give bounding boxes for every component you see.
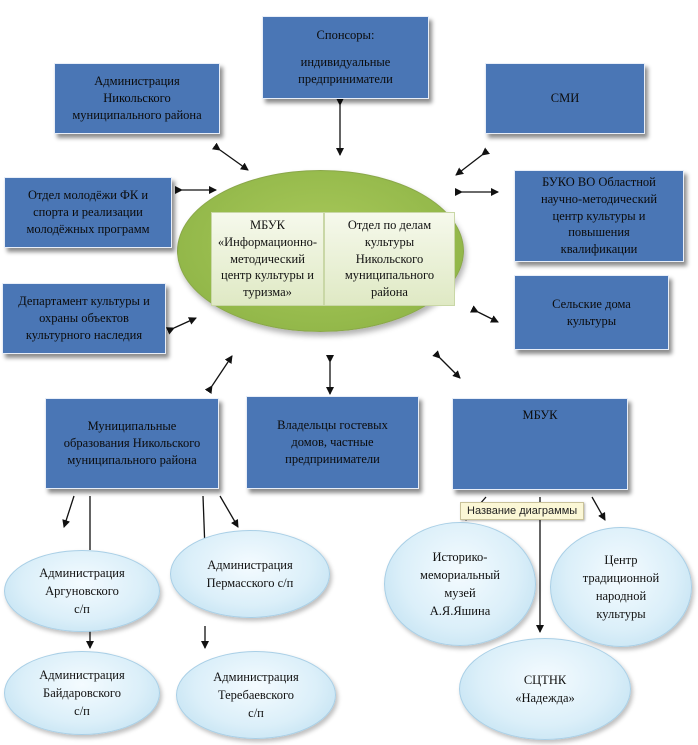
terebaevsky-line: Теребаевского [217, 687, 295, 702]
arrow-municipal-argunovsky [62, 495, 75, 528]
link-admin-district [211, 142, 249, 171]
argunovsky-line: Администрация [39, 565, 125, 580]
link-municipal [204, 355, 233, 395]
smi-label: СМИ [550, 91, 580, 106]
guest-houses-box: Владельцы гостевых домов, частные предпр… [246, 396, 419, 489]
municipal-line: образования Никольского [63, 436, 201, 451]
admin-district-box: Администрация Никольского муниципального… [54, 63, 220, 134]
buko-box: БУКО ВО Областной научно-методический це… [514, 170, 684, 262]
village-houses-line: Сельские дома [552, 296, 631, 311]
admin-district-line: муниципального района [72, 107, 202, 122]
sponsors-line: предприниматели [298, 71, 393, 86]
buko-line: центр культуры и [552, 208, 646, 223]
folk-center-line: народной [595, 589, 647, 603]
museum-line: А.Я.Яшина [429, 604, 491, 619]
center-right-line: района [371, 285, 408, 300]
buko-line: БУКО ВО Областной [542, 174, 656, 189]
guest-houses-line: домов, частные [291, 435, 374, 450]
youth-dept-line: молодёжных программ [26, 221, 150, 236]
center-left-box: МБУК «Информационно- методический центр … [211, 212, 324, 306]
admin-district-line: Никольского [103, 91, 171, 106]
baydarovsky-oval: Администрация Байдаровского с/п [4, 651, 160, 735]
sponsors-box: Спонсоры: индивидуальные предприниматели [262, 16, 429, 99]
terebaevsky-line: с/п [248, 706, 264, 721]
culture-dept-line: охраны объектов [39, 311, 129, 326]
guest-houses-line: предприниматели [285, 451, 380, 466]
center-right-line: Никольского [355, 251, 424, 266]
center-left-line: туризма» [243, 285, 292, 300]
buko-line: повышения [568, 225, 630, 240]
center-left-line: «Информационно- [217, 234, 318, 249]
guest-houses-line: Владельцы гостевых [277, 418, 388, 433]
argunovsky-oval: Администрация Аргуновского с/п [4, 550, 160, 632]
youth-dept-box: Отдел молодёжи ФК и спорта и реализации … [4, 177, 172, 248]
link-village [469, 305, 499, 323]
buko-line: научно-методический [540, 191, 658, 206]
folk-center-line: культуры [596, 607, 646, 622]
baydarovsky-line: Администрация [39, 667, 125, 682]
center-left-line: методический [230, 251, 305, 266]
sctnk-line: «Надежда» [515, 691, 575, 705]
municipal-line: муниципального района [67, 452, 197, 467]
culture-dept-box: Департамент культуры и охраны объектов к… [2, 283, 166, 354]
link-smi [455, 147, 490, 176]
sctnk-line: СЦТНК [523, 672, 567, 687]
museum-line: музей [444, 586, 476, 600]
admin-district-line: Администрация [94, 74, 180, 89]
smi-box: СМИ [485, 63, 645, 134]
sctnk-oval: СЦТНК «Надежда» [459, 638, 631, 740]
center-right-line: Отдел по делам [347, 217, 432, 232]
museum-line: Историко- [432, 549, 488, 564]
arrow-municipal-permassky [219, 495, 239, 528]
baydarovsky-line: Байдаровского [43, 685, 121, 700]
youth-dept-line: спорта и реализации [33, 205, 143, 220]
sponsors-line: индивидуальные [300, 55, 391, 70]
museum-line: мемориальный [420, 567, 500, 582]
youth-dept-line: Отдел молодёжи ФК и [27, 188, 149, 203]
link-culture-dept [165, 317, 197, 335]
mbuk-label: МБУК [522, 408, 558, 422]
buko-line: квалификации [560, 242, 638, 257]
argunovsky-line: с/п [74, 602, 90, 617]
museum-oval: Историко- мемориальный музей А.Я.Яшина [384, 522, 536, 646]
permassky-oval: Администрация Пермасского с/п [170, 530, 330, 618]
chart-title-tooltip: Название диаграммы [460, 502, 585, 520]
permassky-line: Пермасского с/п [206, 576, 294, 590]
center-right-line: культуры [364, 234, 415, 249]
mbuk-box: МБУК [452, 398, 628, 490]
terebaevsky-oval: Администрация Теребаевского с/п [176, 651, 336, 739]
culture-dept-line: Департамент культуры и [18, 294, 150, 309]
village-houses-line: культуры [566, 313, 617, 328]
folk-center-line: Центр [604, 552, 638, 567]
link-mbuk [432, 350, 461, 379]
center-right-line: муниципального [344, 268, 435, 283]
center-left-line: центр культуры и [221, 268, 314, 283]
center-right-box: Отдел по делам культуры Никольского муни… [324, 212, 455, 306]
folk-center-oval: Центр традиционной народной культуры [550, 527, 692, 647]
culture-dept-line: культурного наследия [25, 327, 143, 342]
center-left-line: МБУК [249, 217, 286, 232]
folk-center-line: традиционной [582, 570, 660, 585]
sponsors-line: Спонсоры: [316, 28, 375, 43]
terebaevsky-line: Администрация [213, 669, 299, 684]
argunovsky-line: Аргуновского [45, 583, 119, 598]
village-houses-box: Сельские дома культуры [514, 275, 669, 350]
baydarovsky-line: с/п [74, 704, 90, 719]
municipal-line: Муниципальные [87, 419, 177, 434]
municipal-box: Муниципальные образования Никольского му… [45, 398, 219, 489]
arrow-mbuk-folk [591, 496, 606, 521]
permassky-line: Администрация [207, 557, 293, 572]
